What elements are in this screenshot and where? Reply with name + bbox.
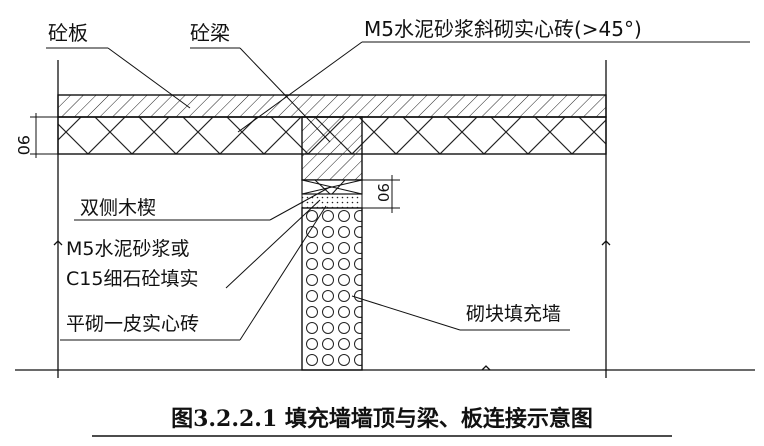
slab-dimension — [30, 113, 58, 158]
gap-height-label: 90 — [374, 183, 392, 202]
wedge-label: 双侧木楔 — [80, 197, 156, 219]
figure-caption: 图3.2.2.1 填充墙墙顶与梁、板连接示意图 — [171, 406, 593, 432]
brick-note-label: M5水泥砂浆斜砌实心砖(>45°) — [364, 17, 642, 41]
leader-lines — [46, 41, 750, 341]
mortar-fill — [301, 193, 363, 209]
infill-block-wall — [301, 207, 363, 371]
concrete-slab — [57, 94, 607, 118]
mortar-label-line2: C15细石砼填实 — [66, 268, 198, 290]
outline-lines — [15, 60, 755, 378]
concrete-beam — [301, 116, 363, 181]
beam-label: 砼梁 — [190, 21, 230, 45]
flat-brick-label: 平砌一皮实心砖 — [66, 313, 199, 335]
infill-wall-label: 砌块填充墙 — [466, 303, 561, 325]
mortar-label-line1: M5水泥砂浆或 — [66, 238, 189, 260]
gap-dimension — [362, 175, 400, 213]
slab-label: 砼板 — [48, 21, 88, 45]
wood-wedges — [301, 179, 363, 195]
slab-thickness-label: 90 — [14, 135, 33, 155]
